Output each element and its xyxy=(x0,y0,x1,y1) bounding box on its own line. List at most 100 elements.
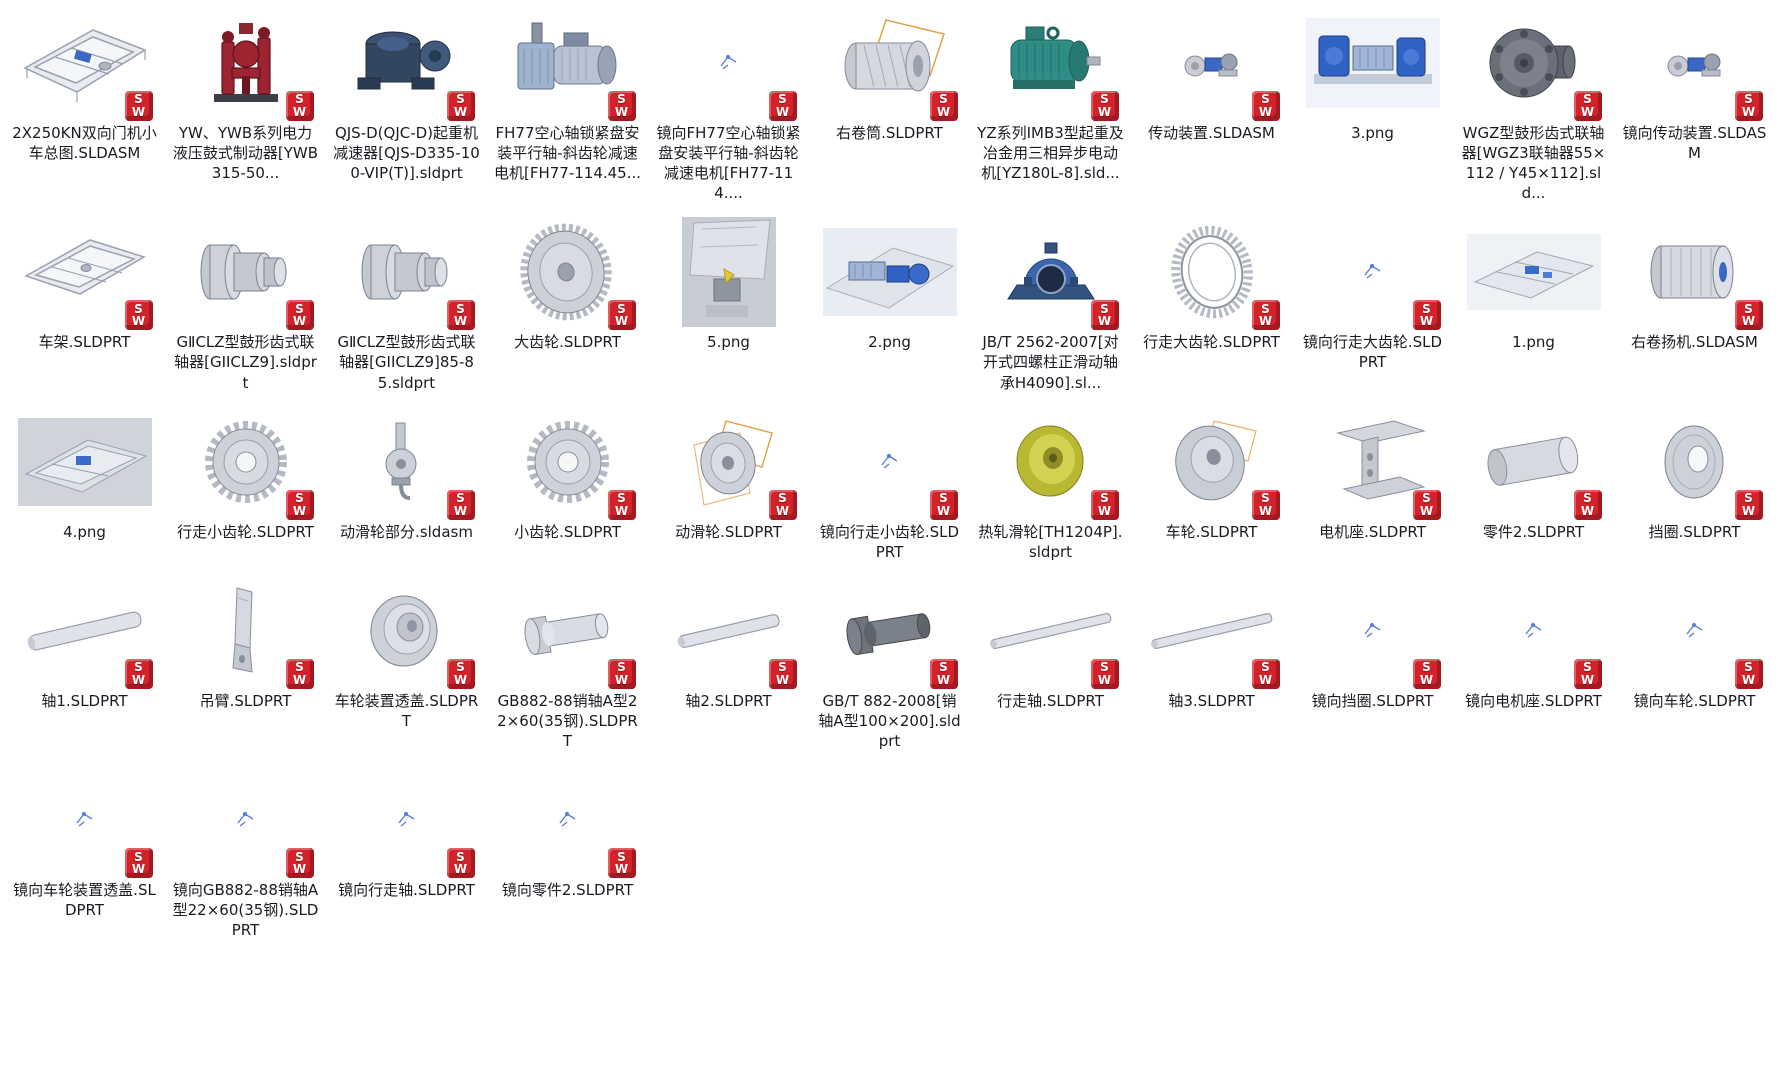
file-item[interactable]: 3.png xyxy=(1292,4,1453,153)
file-item[interactable]: 5.png xyxy=(648,213,809,362)
file-name-label: 轴2.SLDPRT xyxy=(685,691,772,710)
file-name-label: 镜向车轮装置透盖.SLDPRT xyxy=(13,881,156,920)
file-name-label: 镜向挡圈.SLDPRT xyxy=(1311,691,1434,710)
png-2-thumbnail-icon xyxy=(816,216,964,328)
file-name-label: 热轧滑轮[TH1204P].sldprt xyxy=(978,522,1123,561)
file-name-label: 吊臂.SLDPRT xyxy=(199,691,292,710)
file-item[interactable]: 1.png xyxy=(1453,213,1614,362)
file-name-label: 大齿轮.SLDPRT xyxy=(514,333,621,352)
file-name-label: 镜向电机座.SLDPRT xyxy=(1465,691,1602,710)
file-name-label: YZ系列IMB3型起重及冶金用三相异步电动机[YZ180L-8].sld... xyxy=(977,124,1124,183)
png-5-thumbnail-icon xyxy=(655,216,803,328)
file-item[interactable]: 4.png xyxy=(4,403,165,552)
file-name-label: WGZ型鼓形齿式联轴器[WGZ3联轴器55×112 / Y45×112].sld… xyxy=(1461,124,1606,203)
file-name-label: 镜向传动装置.SLDASM xyxy=(1622,124,1767,163)
file-name-label: GⅡCLZ型鼓形齿式联轴器[GIICLZ9].sldprt xyxy=(174,333,317,392)
file-name-label: FH77空心轴锁紧盘安装平行轴-斜齿轮减速电机[FH77-114.45... xyxy=(493,124,642,183)
file-name-label: 车架.SLDPRT xyxy=(38,333,131,352)
file-name-label: 小齿轮.SLDPRT xyxy=(514,522,621,541)
png-winch-thumbnail-icon xyxy=(1299,7,1447,119)
file-name-label: 镜向行走小齿轮.SLDPRT xyxy=(819,522,960,561)
file-name-label: GB882-88销轴A型22×60(35钢).SLDPRT xyxy=(497,691,638,751)
file-item[interactable]: 2.png xyxy=(809,213,970,362)
